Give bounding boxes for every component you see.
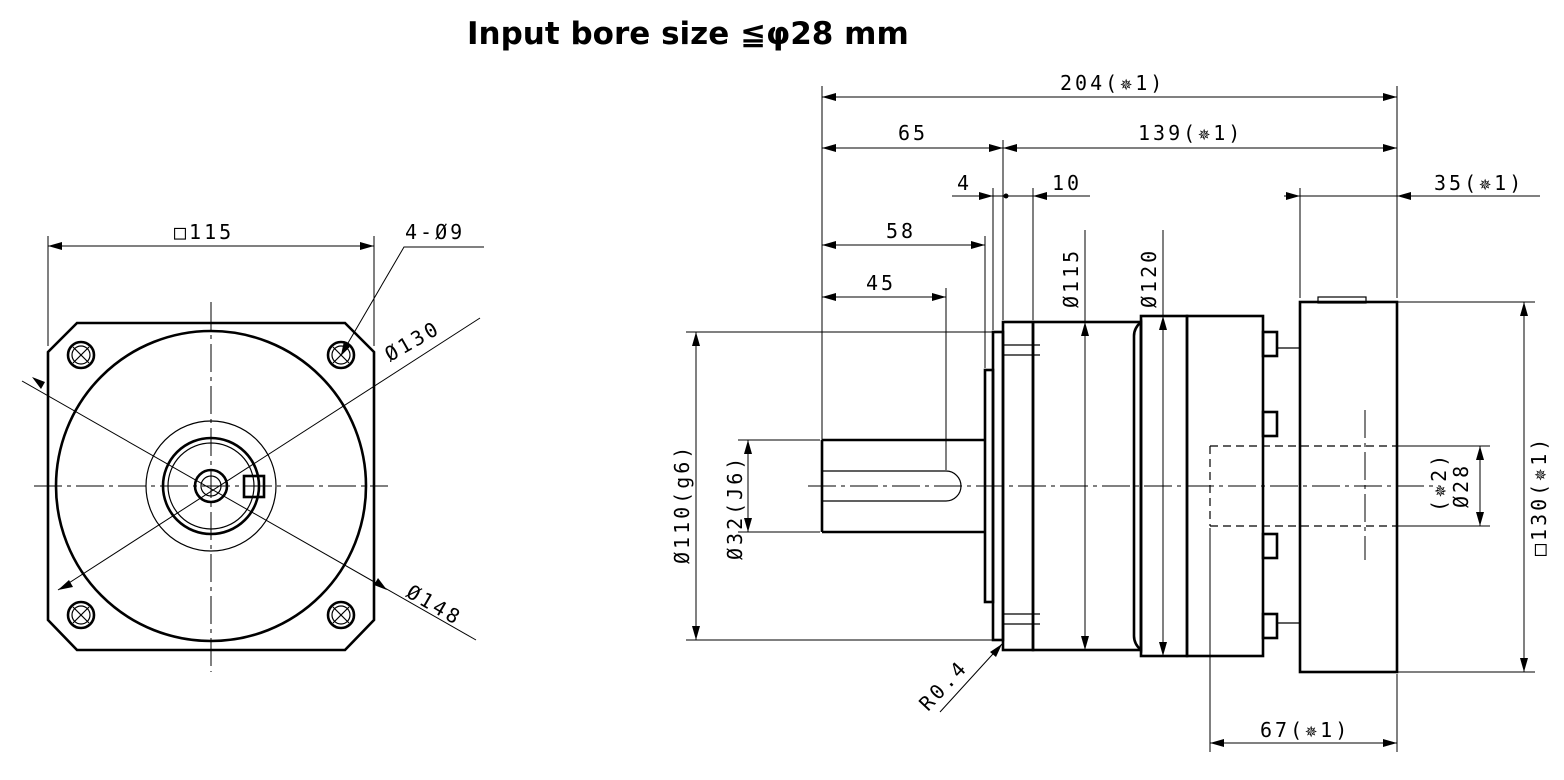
pilot-dia-label: Ø110(g6) (670, 444, 694, 564)
key-end-label: 58 (886, 219, 916, 243)
overall-label: 204(✵1) (1060, 71, 1165, 95)
mounting-hole-bl (66, 600, 96, 630)
dia115-label: Ø115 (1059, 248, 1083, 308)
holes-leader (340, 246, 484, 356)
mounting-hole-tl (66, 340, 96, 370)
motor-flange-label: □130(✵1) (1527, 436, 1551, 556)
radius-leader (939, 643, 1003, 713)
outer-label: Ø148 (403, 580, 467, 631)
drawing-title: Input bore size ≦φ28 mm (467, 16, 909, 52)
adapter-top-cap (1317, 296, 1367, 304)
dia120-label: Ø120 (1137, 248, 1161, 308)
body-length-label: 139(✵1) (1138, 121, 1243, 145)
housing-ring (1132, 319, 1143, 653)
adapter-label: 35(✵1) (1434, 171, 1524, 195)
front-view: □115 4-Ø9 Ø130 Ø148 (21, 220, 484, 672)
pcd-label: Ø130 (381, 315, 445, 366)
outer-dim-line (21, 380, 477, 641)
side-view: 204(✵1) 65 139(✵1) 4 10 35(✵1) 58 (670, 71, 1551, 752)
key-len-label: 45 (866, 271, 896, 295)
bore-note-label: (✵2) (1427, 452, 1451, 512)
bore-depth-label: 67(✵1) (1260, 718, 1350, 742)
bore-dia-label: Ø28 (1449, 463, 1473, 508)
front-flange-outline (46, 321, 376, 652)
flange-to-shaft-label: 65 (898, 121, 928, 145)
bolt-head-2 (1261, 410, 1279, 438)
bolt-head-3 (1261, 532, 1279, 560)
mounting-hole-br (326, 600, 356, 630)
pilot-label: 4 (957, 171, 972, 195)
square-dim-label: □115 (174, 220, 234, 244)
holes-label: 4-Ø9 (405, 220, 465, 244)
shaft-dia-label: Ø32(J6) (723, 455, 747, 560)
bolt-head-1 (1261, 330, 1279, 358)
motor-adapter (1298, 300, 1399, 674)
flange-label: 10 (1052, 171, 1082, 195)
bolt-head-4 (1261, 612, 1279, 640)
pcd-dim-line (57, 317, 481, 591)
